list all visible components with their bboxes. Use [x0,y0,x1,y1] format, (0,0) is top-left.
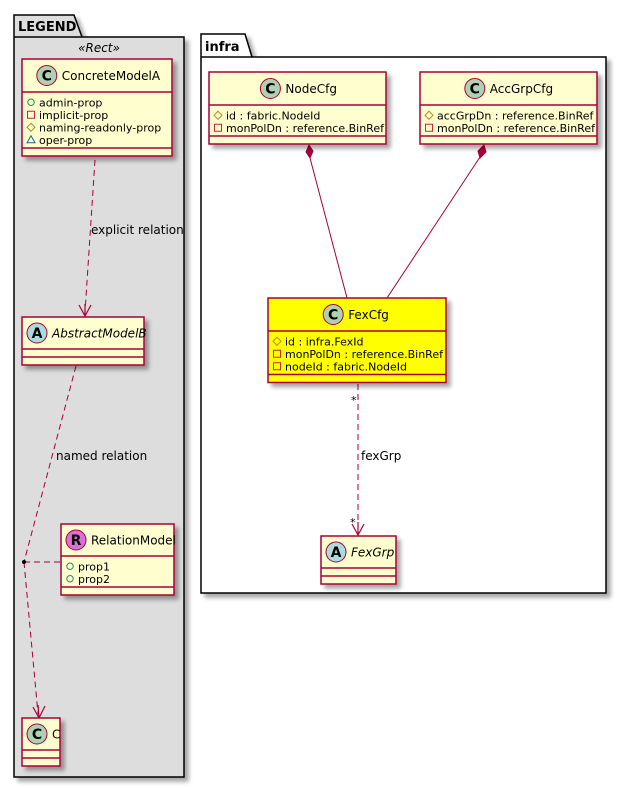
class-box [419,71,598,145]
fexgrp-source-multiplicity: * [351,394,357,407]
association-point [22,560,26,564]
class-name: C [52,728,60,742]
class-property: monPolDn : reference.BinRef [437,122,596,135]
class-abstract-model-b[interactable]: A AbstractModelB [21,316,147,366]
class-name: AccGrpCfg [490,82,553,96]
naming-visibility-icon [213,110,223,120]
kind-letter: C [328,308,338,324]
class-box [267,297,447,384]
explicit-relation-label: explicit relation [91,223,184,237]
class-name: RelationModel [91,534,176,548]
fexgrp-relation-label: fexGrp [361,449,401,463]
explicit-relation[interactable]: explicit relation [78,159,184,318]
class-property: id : infra.FexId [285,335,363,348]
kind-letter: R [71,533,82,549]
class-kind-icon [26,723,48,745]
class-name: AbstractModelB [51,327,147,341]
class-property: admin-prop [39,96,102,109]
class-property: prop1 [78,560,110,573]
arrow-head [78,304,92,318]
admin-visibility-icon [66,562,74,570]
class-property: accGrpDn : reference.BinRef [437,109,595,122]
implicit-visibility-icon [273,362,281,371]
class-property: prop2 [78,573,110,586]
admin-visibility-icon [27,98,35,106]
class-acc-grp-cfg[interactable]: C AccGrpCfg accGrpDn : reference.BinRefmon… [419,71,598,145]
class-kind-icon [464,78,486,99]
class-property: monPolDn : reference.BinRef [226,122,385,135]
kind-letter: C [265,82,275,98]
kind-letter: C [470,82,480,98]
implicit-visibility-icon [27,110,35,119]
kind-letter: A [331,545,342,561]
class-name: FexCfg [348,308,389,322]
fexgrp-relation[interactable]: * * fexGrp [350,384,401,537]
accgrpcfg-composition[interactable] [386,144,487,299]
class-property: nodeId : fabric.NodeId [285,360,407,373]
admin-visibility-icon [66,575,74,583]
arrow-head [351,522,365,537]
kind-letter: A [32,326,43,342]
legend-stereotype: «Rect» [78,41,120,55]
class-concrete-model-a[interactable]: C ConcreteModelA admin-propimplicit-propna… [21,58,173,157]
abstract-kind-icon [325,541,347,563]
class-property: monPolDn : reference.BinRef [285,348,444,361]
class-property: oper-prop [39,134,92,147]
class-property: implicit-prop [39,109,108,122]
kind-letter: C [32,727,42,743]
abstract-kind-icon [26,322,48,344]
class-name: NodeCfg [285,82,337,96]
named-relation-label: named relation [56,449,147,463]
class-kind-icon [259,78,281,99]
class-property: naming-readonly-prop [39,121,161,134]
class-fex-grp[interactable]: A FexGrp [320,535,397,585]
named-relation[interactable]: named relation [22,365,147,720]
class-kind-icon [36,65,58,86]
relation-kind-icon [65,529,87,551]
composition-diamond-icon [477,144,487,159]
fexgrp-target-multiplicity: * [350,516,356,529]
class-box [208,71,387,145]
class-name: FexGrp [351,546,395,560]
implicit-visibility-icon [214,123,222,132]
naming-visibility-icon [272,336,282,346]
naming-visibility-icon [26,122,36,132]
class-kind-icon [322,304,344,325]
implicit-visibility-icon [273,349,281,358]
implicit-visibility-icon [425,123,433,132]
composition-diamond-icon [305,143,314,160]
class-property: id : fabric.NodeId [226,109,320,122]
kind-letter: C [42,69,52,85]
oper-visibility-icon [26,134,36,144]
legend-package-title: LEGEND [18,20,77,35]
nodecfg-composition[interactable] [305,143,348,299]
class-name: ConcreteModelA [62,69,161,83]
naming-visibility-icon [424,110,434,120]
infra-package-title: infra [205,40,240,55]
